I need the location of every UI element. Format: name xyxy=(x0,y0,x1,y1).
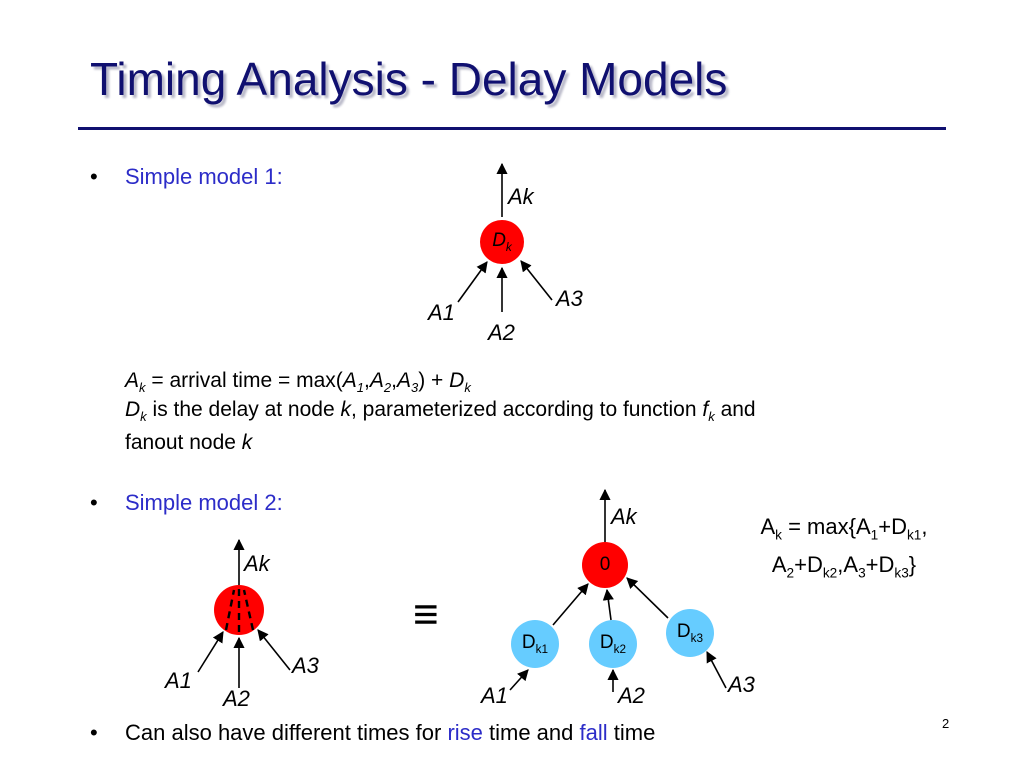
m2-node-dk1 xyxy=(511,620,559,668)
m2-left-input-a2: A2 xyxy=(223,686,250,711)
m2-left-input-a3: A3 xyxy=(292,653,319,678)
m1-arrow-a1 xyxy=(457,261,488,303)
bullet-marker-1: • xyxy=(90,164,98,189)
m1-arrow-a3 xyxy=(520,260,553,301)
m1-description: Dk is the delay at node k, parameterized… xyxy=(125,398,756,455)
m1-input-a3: A3 xyxy=(556,286,583,311)
m2-node-dk2 xyxy=(589,620,637,668)
m2-left-node-dashes xyxy=(224,588,255,632)
m2-right-input-a2: A2 xyxy=(618,683,645,708)
m2-top-node-label: 0 xyxy=(599,554,611,575)
m2-left-output-label: Ak xyxy=(244,551,270,576)
m2-dk1-label: Dk1 xyxy=(521,632,549,656)
m1-node-dk xyxy=(480,220,524,264)
m1-input-a1: A1 xyxy=(428,300,455,325)
m2-right-input-a3: A3 xyxy=(728,672,755,697)
m2-top-node xyxy=(582,542,628,588)
m2-arrow-a3 xyxy=(706,651,727,689)
m2-right-input-a1: A1 xyxy=(481,683,508,708)
slide-number: 2 xyxy=(942,716,950,731)
m2-arrow-dk2-top xyxy=(602,588,614,621)
m2-formula: Ak = max{A1+Dk1, A2+Dk2,A3+Dk3} xyxy=(728,512,960,589)
m1-formula: Ak = arrival time = max(A1,A2,A3) + Dk xyxy=(125,369,471,396)
model1-heading: Simple model 1: xyxy=(125,164,283,189)
m2-dk3-label: Dk3 xyxy=(676,621,704,645)
bullet-marker-2: • xyxy=(90,490,98,515)
m2-arrow-dk3-top xyxy=(626,577,669,619)
slide-title: Timing Analysis - Delay Models xyxy=(90,53,728,105)
m2-left-arrow-a3 xyxy=(257,629,291,671)
model2-heading: Simple model 2: xyxy=(125,490,283,515)
m1-node-label: Dk xyxy=(492,230,512,254)
rise-word: rise xyxy=(447,720,483,745)
m2-right-output-label: Ak xyxy=(611,504,637,529)
m2-dk2-label: Dk2 xyxy=(599,632,627,656)
m2-formula-line2: A2+Dk2,A3+Dk3} xyxy=(771,552,917,581)
m2-formula-line1: Ak = max{A1+Dk1, xyxy=(760,514,928,543)
m1-input-a2: A2 xyxy=(488,320,515,345)
bullet3-text: Can also have different times for rise t… xyxy=(125,720,656,745)
m2-node-dk3 xyxy=(666,609,714,657)
m2-arrow-dk1-top xyxy=(552,583,589,626)
m1-output-label: Ak xyxy=(508,184,534,209)
fall-word: fall xyxy=(579,720,608,745)
title-underline xyxy=(78,127,946,130)
bullet-marker-3: • xyxy=(90,720,98,745)
m2-left-arrow-a1 xyxy=(197,631,224,673)
m2-arrow-a1 xyxy=(509,669,529,691)
m2-left-node xyxy=(214,585,264,635)
equivalence-symbol: ≡ xyxy=(413,590,439,639)
m2-left-input-a1: A1 xyxy=(165,668,192,693)
